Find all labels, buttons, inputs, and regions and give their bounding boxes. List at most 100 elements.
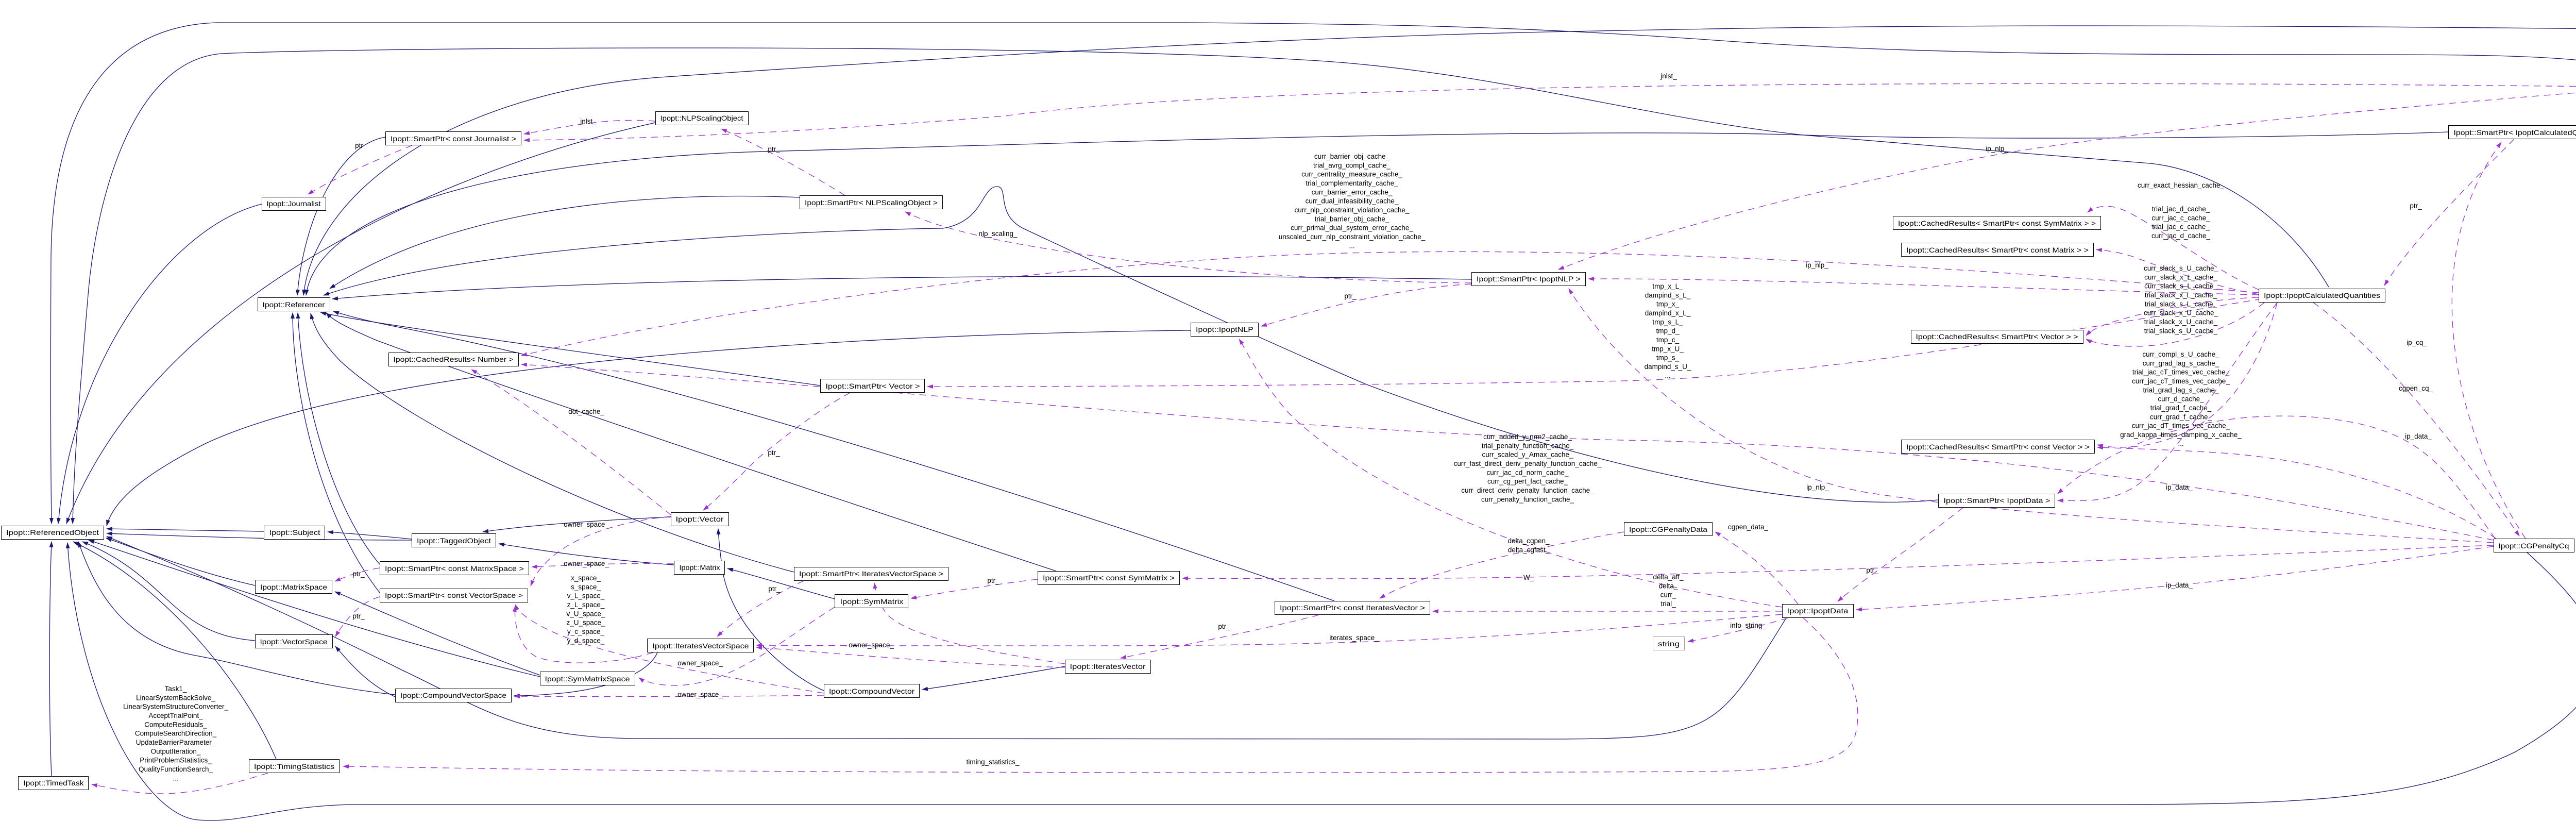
svg-text:Ipopt::SmartPtr< NLPScalingObj: Ipopt::SmartPtr< NLPScalingObject > — [805, 198, 938, 207]
svg-text:iterates_space_: iterates_space_ — [1329, 634, 1379, 642]
svg-text:Ipopt::MatrixSpace: Ipopt::MatrixSpace — [260, 583, 327, 591]
svg-text:...: ... — [2178, 440, 2183, 447]
svg-text:trial_barrier_obj_cache_: trial_barrier_obj_cache_ — [1315, 215, 1389, 223]
svg-text:cgpen_data_: cgpen_data_ — [1728, 523, 1769, 531]
svg-text:curr_added_y_nrm2_cache_: curr_added_y_nrm2_cache_ — [1483, 433, 1572, 441]
svg-text:tmp_c_: tmp_c_ — [1656, 336, 1680, 344]
svg-text:curr_grad_lag_s_cache_: curr_grad_lag_s_cache_ — [2143, 359, 2219, 367]
svg-text:ptr_: ptr_ — [352, 570, 365, 578]
svg-text:ptr_: ptr_ — [352, 612, 365, 620]
svg-text:Ipopt::ReferencedObject: Ipopt::ReferencedObject — [6, 528, 99, 537]
svg-text:Ipopt::Matrix: Ipopt::Matrix — [680, 563, 720, 572]
svg-text:ptr_: ptr_ — [1218, 623, 1230, 630]
svg-text:s_space_: s_space_ — [571, 583, 601, 591]
svg-text:z_U_space_: z_U_space_ — [566, 619, 605, 627]
svg-text:Ipopt::CGPenaltyCq: Ipopt::CGPenaltyCq — [2499, 542, 2569, 550]
svg-text:curr_exact_hessian_cache_: curr_exact_hessian_cache_ — [2138, 181, 2225, 189]
svg-text:ip_cq_: ip_cq_ — [2406, 339, 2427, 346]
svg-text:QualityFunctionSearch_: QualityFunctionSearch_ — [139, 765, 213, 773]
svg-text:Ipopt::CGPenaltyData: Ipopt::CGPenaltyData — [1629, 525, 1707, 533]
svg-text:ptr_: ptr_ — [1344, 292, 1357, 300]
svg-text:trial_avrg_compl_cache_: trial_avrg_compl_cache_ — [1313, 161, 1391, 169]
svg-text:curr_: curr_ — [1660, 591, 1676, 599]
svg-text:trial_: trial_ — [1660, 600, 1676, 608]
svg-text:dampind_s_L_: dampind_s_L_ — [1645, 291, 1691, 299]
svg-text:curr_slack_x_L_cache_: curr_slack_x_L_cache_ — [2144, 273, 2217, 281]
svg-text:timing_statistics_: timing_statistics_ — [967, 758, 1020, 766]
svg-text:Ipopt::CompoundVector: Ipopt::CompoundVector — [829, 687, 914, 695]
svg-text:ptr_: ptr_ — [2410, 202, 2422, 210]
svg-text:owner_space_: owner_space_ — [564, 560, 609, 567]
svg-text:jnlst_: jnlst_ — [1660, 72, 1677, 80]
svg-text:Task1_: Task1_ — [165, 685, 187, 693]
svg-text:ip_nlp_: ip_nlp_ — [1806, 261, 1828, 269]
svg-text:Ipopt::SmartPtr< IpoptData >: Ipopt::SmartPtr< IpoptData > — [1944, 496, 2050, 505]
svg-text:dampind_x_L_: dampind_x_L_ — [1645, 309, 1691, 317]
svg-text:curr_dual_infeasibility_cache_: curr_dual_infeasibility_cache_ — [1306, 197, 1399, 205]
svg-text:Ipopt::VectorSpace: Ipopt::VectorSpace — [260, 638, 328, 646]
svg-text:string: string — [1658, 640, 1680, 648]
svg-text:ptr_: ptr_ — [1866, 566, 1878, 574]
svg-text:Ipopt::CompoundVectorSpace: Ipopt::CompoundVectorSpace — [400, 691, 506, 699]
svg-text:trial_slack_x_U_cache_: trial_slack_x_U_cache_ — [2144, 318, 2218, 326]
svg-text:...: ... — [1665, 372, 1670, 379]
svg-text:curr_direct_deriv_penalty_func: curr_direct_deriv_penalty_function_cache… — [1461, 487, 1594, 494]
svg-text:owner_space_: owner_space_ — [849, 641, 894, 649]
svg-text:trial_jac_d_cache_: trial_jac_d_cache_ — [2152, 205, 2210, 213]
svg-text:curr_cg_pert_fact_cache_: curr_cg_pert_fact_cache_ — [1487, 478, 1568, 485]
svg-text:curr_jac_dT_times_vec_cache_: curr_jac_dT_times_vec_cache_ — [2132, 422, 2230, 430]
svg-text:Ipopt::TimedTask: Ipopt::TimedTask — [24, 779, 84, 787]
svg-text:Ipopt::SmartPtr< const Iterate: Ipopt::SmartPtr< const IteratesVector > — [1280, 604, 1425, 612]
svg-text:tmp_x_L_: tmp_x_L_ — [1652, 282, 1683, 290]
svg-text:dampind_s_U_: dampind_s_U_ — [1645, 363, 1691, 371]
svg-text:Ipopt::Journalist: Ipopt::Journalist — [267, 199, 321, 208]
svg-text:Ipopt::SmartPtr< IteratesVecto: Ipopt::SmartPtr< IteratesVectorSpace > — [799, 569, 943, 578]
svg-text:ptr: ptr — [355, 142, 363, 149]
svg-text:grad_kappa_times_damping_x_cac: grad_kappa_times_damping_x_cache_ — [2120, 431, 2242, 439]
svg-text:curr_primal_dual_system_error_: curr_primal_dual_system_error_cache_ — [1291, 224, 1413, 232]
svg-text:ComputeResiduals_: ComputeResiduals_ — [144, 721, 207, 728]
svg-text:Ipopt::NLPScalingObject: Ipopt::NLPScalingObject — [660, 114, 743, 122]
svg-text:v_L_space_: v_L_space_ — [567, 592, 605, 600]
svg-text:curr_grad_f_cache_: curr_grad_f_cache_ — [2150, 413, 2212, 421]
svg-text:tmp_x_U_: tmp_x_U_ — [1652, 345, 1684, 353]
svg-text:AcceptTrialPoint_: AcceptTrialPoint_ — [148, 712, 203, 719]
svg-text:Ipopt::CachedResults< SmartPtr: Ipopt::CachedResults< SmartPtr< const Sy… — [1898, 219, 2096, 227]
svg-text:trial_penalty_function_cache_: trial_penalty_function_cache_ — [1482, 442, 1574, 449]
svg-text:Ipopt::CachedResults< SmartPtr: Ipopt::CachedResults< SmartPtr< const Ve… — [1906, 443, 2090, 451]
svg-text:curr_scaled_y_Amax_cache_: curr_scaled_y_Amax_cache_ — [1482, 451, 1573, 459]
svg-text:jnlst_: jnlst_ — [580, 118, 597, 125]
svg-text:trial_complementarity_cache_: trial_complementarity_cache_ — [1306, 179, 1398, 187]
svg-text:Ipopt::IteratesVectorSpace: Ipopt::IteratesVectorSpace — [653, 642, 749, 650]
svg-text:UpdateBarrierParameter_: UpdateBarrierParameter_ — [136, 739, 216, 746]
svg-text:Ipopt::Subject: Ipopt::Subject — [269, 528, 320, 537]
svg-text:W_: W_ — [1523, 574, 1534, 581]
svg-text:Ipopt::CachedResults< Number >: Ipopt::CachedResults< Number > — [394, 355, 514, 363]
svg-text:y_d_space_: y_d_space_ — [567, 636, 605, 644]
svg-text:cgpen_cq_: cgpen_cq_ — [2399, 384, 2433, 392]
svg-text:delta_aff_: delta_aff_ — [1653, 573, 1684, 581]
svg-text:tmp_x_: tmp_x_ — [1656, 300, 1680, 308]
svg-text:trial_slack_s_U_cache_: trial_slack_s_U_cache_ — [2144, 327, 2218, 334]
svg-text:x_space_: x_space_ — [571, 574, 601, 582]
svg-text:Ipopt::SmartPtr< const SymMatr: Ipopt::SmartPtr< const SymMatrix > — [1043, 574, 1175, 582]
svg-text:PrintProblemStatistics_: PrintProblemStatistics_ — [140, 757, 212, 764]
svg-text:owner_space_: owner_space_ — [564, 521, 609, 528]
svg-text:curr_jac_d_cache_: curr_jac_d_cache_ — [2151, 232, 2211, 240]
svg-text:z_L_space_: z_L_space_ — [567, 601, 605, 609]
svg-text:Ipopt::Referencer: Ipopt::Referencer — [263, 300, 325, 309]
svg-text:owner_space_: owner_space_ — [677, 691, 723, 698]
svg-text:curr_compl_s_U_cache_: curr_compl_s_U_cache_ — [2142, 350, 2219, 358]
svg-text:tmp_d_: tmp_d_ — [1656, 327, 1680, 335]
svg-text:owner_space_: owner_space_ — [677, 659, 723, 667]
svg-text:trial_slack_x_L_cache_: trial_slack_x_L_cache_ — [2145, 291, 2217, 299]
svg-text:trial_jac_c_cache_: trial_jac_c_cache_ — [2152, 223, 2210, 231]
svg-text:trial_slack_s_L_cache_: trial_slack_s_L_cache_ — [2145, 300, 2217, 308]
svg-text:Ipopt::IpoptNLP: Ipopt::IpoptNLP — [1196, 325, 1253, 333]
svg-text:trial_grad_f_cache_: trial_grad_f_cache_ — [2150, 404, 2212, 412]
svg-text:ptr_: ptr_ — [987, 577, 999, 584]
svg-text:delta_cgpen_: delta_cgpen_ — [1507, 537, 1550, 545]
svg-text:delta_: delta_ — [1659, 582, 1678, 590]
svg-text:Ipopt::IteratesVector: Ipopt::IteratesVector — [1070, 662, 1146, 671]
svg-text:curr_centrality_measure_cache_: curr_centrality_measure_cache_ — [1301, 171, 1402, 178]
